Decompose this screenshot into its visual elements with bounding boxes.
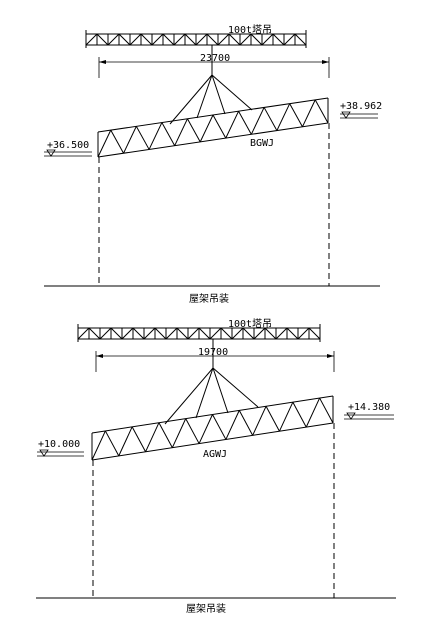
truss-label-2: AGWJ: [203, 449, 227, 460]
truss-label-1: BGWJ: [250, 138, 274, 149]
sling-lines-2: [164, 367, 259, 425]
roof-truss-2: [91, 395, 334, 461]
span-dimension-1: [98, 57, 330, 78]
span-dimension-2: [95, 351, 335, 372]
caption-2: 屋架吊装: [186, 602, 226, 615]
right-elevation-marker-1: [340, 111, 378, 119]
span-label-1: 23700: [200, 53, 230, 64]
right-elevation-marker-2: [344, 412, 394, 420]
roof-truss-1: [97, 97, 329, 158]
crane-jib-2: [77, 324, 321, 342]
sling-lines-1: [169, 74, 253, 125]
figure-1: 100t塔吊 23700 BGWJ: [44, 23, 382, 305]
left-elevation-1: +36.500: [47, 140, 89, 151]
crane-jib-1: [85, 30, 307, 48]
crane-label-1: 100t塔吊: [228, 23, 272, 36]
caption-1: 屋架吊装: [189, 292, 229, 305]
crane-label-2: 100t塔吊: [228, 317, 272, 330]
left-elevation-2: +10.000: [38, 439, 80, 450]
left-elevation-marker-2: [37, 449, 84, 457]
right-elevation-2: +14.380: [348, 402, 390, 413]
left-elevation-marker-1: [44, 149, 92, 157]
figure-2: 100t塔吊 19700 AGWJ: [36, 317, 396, 615]
right-elevation-1: +38.962: [340, 101, 382, 112]
